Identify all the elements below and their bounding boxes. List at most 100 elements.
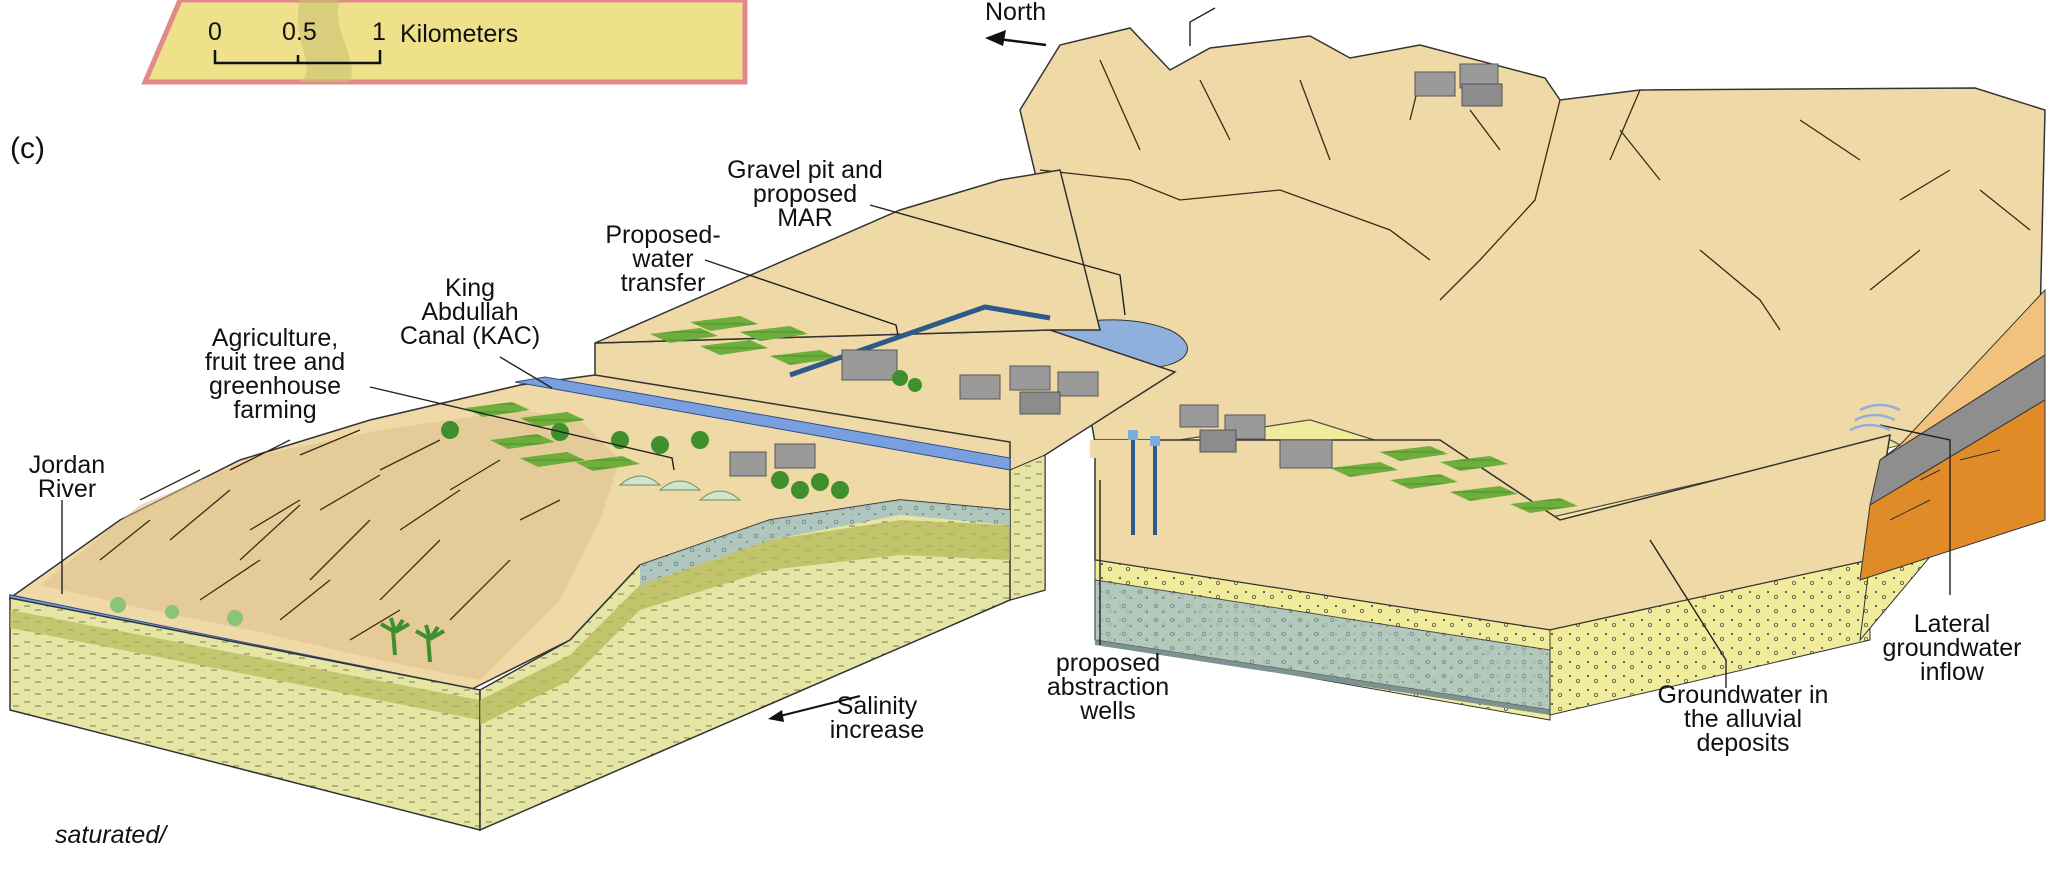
greenhouse-icon bbox=[618, 475, 662, 486]
right-aquifer-base bbox=[1095, 640, 1550, 715]
field bbox=[520, 452, 585, 467]
well-casing bbox=[1131, 435, 1157, 535]
kac-leader bbox=[499, 356, 553, 389]
inset-map-background bbox=[141, 0, 748, 85]
groundwater-line-1: Groundwater in bbox=[1658, 681, 1829, 709]
scale-tick-0: 0 bbox=[208, 18, 222, 46]
mountain-ridge bbox=[1439, 89, 1781, 331]
tree bbox=[441, 421, 459, 439]
top-leader-line bbox=[1189, 7, 1216, 46]
building bbox=[1414, 71, 1456, 97]
panel-label: (c) bbox=[10, 132, 45, 165]
badland-hills bbox=[40, 410, 620, 680]
well-head-icon bbox=[1128, 430, 1138, 440]
gravel-pit-line-3: MAR bbox=[777, 204, 833, 232]
greenhouse-icon bbox=[698, 490, 742, 501]
greenhouse-icon bbox=[658, 480, 702, 491]
mountain-hachures bbox=[1099, 59, 2031, 291]
reed-icon bbox=[110, 597, 126, 613]
middle-trees bbox=[892, 370, 922, 392]
jordan-river-line-1: Jordan bbox=[29, 451, 105, 479]
left-side-upper-layer bbox=[480, 520, 1010, 725]
north-arrow-head-icon bbox=[985, 30, 1006, 46]
water-transfer-line-3: transfer bbox=[621, 269, 706, 297]
deep-orange-bedrock-layer bbox=[1859, 399, 2046, 581]
kac-line-2: Abdullah bbox=[421, 298, 518, 326]
tree bbox=[811, 473, 829, 491]
field bbox=[1330, 462, 1398, 477]
building bbox=[1179, 404, 1219, 428]
north-label: North bbox=[985, 0, 1046, 26]
gravel-pit-line-2: proposed bbox=[753, 180, 857, 208]
lateral-line-1: Lateral bbox=[1914, 610, 1990, 638]
building bbox=[841, 349, 898, 381]
tree bbox=[791, 481, 809, 499]
left-block bbox=[9, 374, 1011, 832]
left-front-upper-layer bbox=[10, 610, 480, 720]
scale-tick-1: 1 bbox=[372, 18, 386, 46]
middle-buildings bbox=[841, 349, 1099, 415]
lateral-inflow-leader bbox=[1879, 424, 1951, 595]
lateral-line-2: groundwater bbox=[1883, 634, 2022, 662]
label-salinity: Salinity increase bbox=[830, 692, 925, 744]
right-fields bbox=[1330, 446, 1578, 513]
field bbox=[690, 316, 758, 331]
scale-bar-ruler bbox=[213, 50, 382, 65]
field bbox=[1380, 446, 1448, 461]
groundwater-line-2: the alluvial bbox=[1684, 705, 1802, 733]
building bbox=[1009, 365, 1051, 391]
label-agriculture: Agriculture, fruit tree and greenhouse f… bbox=[205, 324, 345, 424]
middle-fields bbox=[650, 316, 838, 365]
bottom-note: saturated/ bbox=[55, 821, 169, 849]
salinity-arrow bbox=[771, 695, 861, 719]
building bbox=[729, 451, 767, 477]
reed-icon bbox=[227, 610, 243, 626]
field bbox=[1440, 456, 1508, 471]
inset-map bbox=[141, 0, 748, 85]
scale-unit-label: Kilometers bbox=[400, 20, 518, 48]
abstraction-wells bbox=[1090, 430, 1160, 535]
scale-bar: 0 0.5 1 Kilometers bbox=[208, 18, 518, 65]
reed-icon bbox=[165, 605, 179, 619]
tree bbox=[892, 370, 908, 386]
greenhouses bbox=[618, 475, 742, 501]
gravel-pit-leader bbox=[869, 204, 1126, 316]
kac-line-1: King bbox=[445, 274, 495, 302]
label-gravel-pit: Gravel pit and proposed MAR bbox=[727, 156, 883, 232]
wells-line-1: proposed bbox=[1056, 649, 1160, 677]
palm-icon bbox=[415, 624, 445, 663]
well-pad bbox=[1090, 440, 1160, 458]
field bbox=[770, 350, 838, 365]
water-transfer-line-2: water bbox=[631, 245, 693, 273]
salinity-line-1: Salinity bbox=[837, 692, 918, 720]
inset-map-shade bbox=[297, 0, 353, 82]
orchard-trees bbox=[441, 421, 849, 499]
field bbox=[1450, 486, 1518, 501]
tree bbox=[651, 436, 669, 454]
hill-hachures bbox=[99, 429, 561, 641]
groundwater-line-3: deposits bbox=[1696, 729, 1789, 757]
well-head-icon bbox=[1150, 436, 1160, 446]
tree bbox=[908, 378, 922, 392]
valley-ridge bbox=[1039, 169, 1431, 261]
label-wells: proposed abstraction wells bbox=[1047, 649, 1169, 725]
building bbox=[1199, 429, 1237, 453]
building bbox=[1057, 371, 1099, 397]
tree bbox=[691, 431, 709, 449]
agriculture-line-4: farming bbox=[233, 396, 316, 424]
agriculture-line-1: Agriculture, bbox=[212, 324, 338, 352]
building bbox=[1279, 439, 1333, 469]
salinity-arrowhead-icon bbox=[768, 710, 784, 722]
label-groundwater: Groundwater in the alluvial deposits bbox=[1658, 681, 1829, 757]
field bbox=[740, 326, 808, 341]
inflow-arrows-icon bbox=[1849, 403, 1901, 432]
label-water-transfer: Proposed- water transfer bbox=[605, 221, 720, 297]
building bbox=[1019, 391, 1061, 415]
field bbox=[575, 456, 640, 471]
field bbox=[650, 328, 718, 343]
label-lateral-inflow: Lateral groundwater inflow bbox=[1883, 610, 2022, 686]
agriculture-leader bbox=[369, 386, 675, 471]
field bbox=[700, 340, 768, 355]
